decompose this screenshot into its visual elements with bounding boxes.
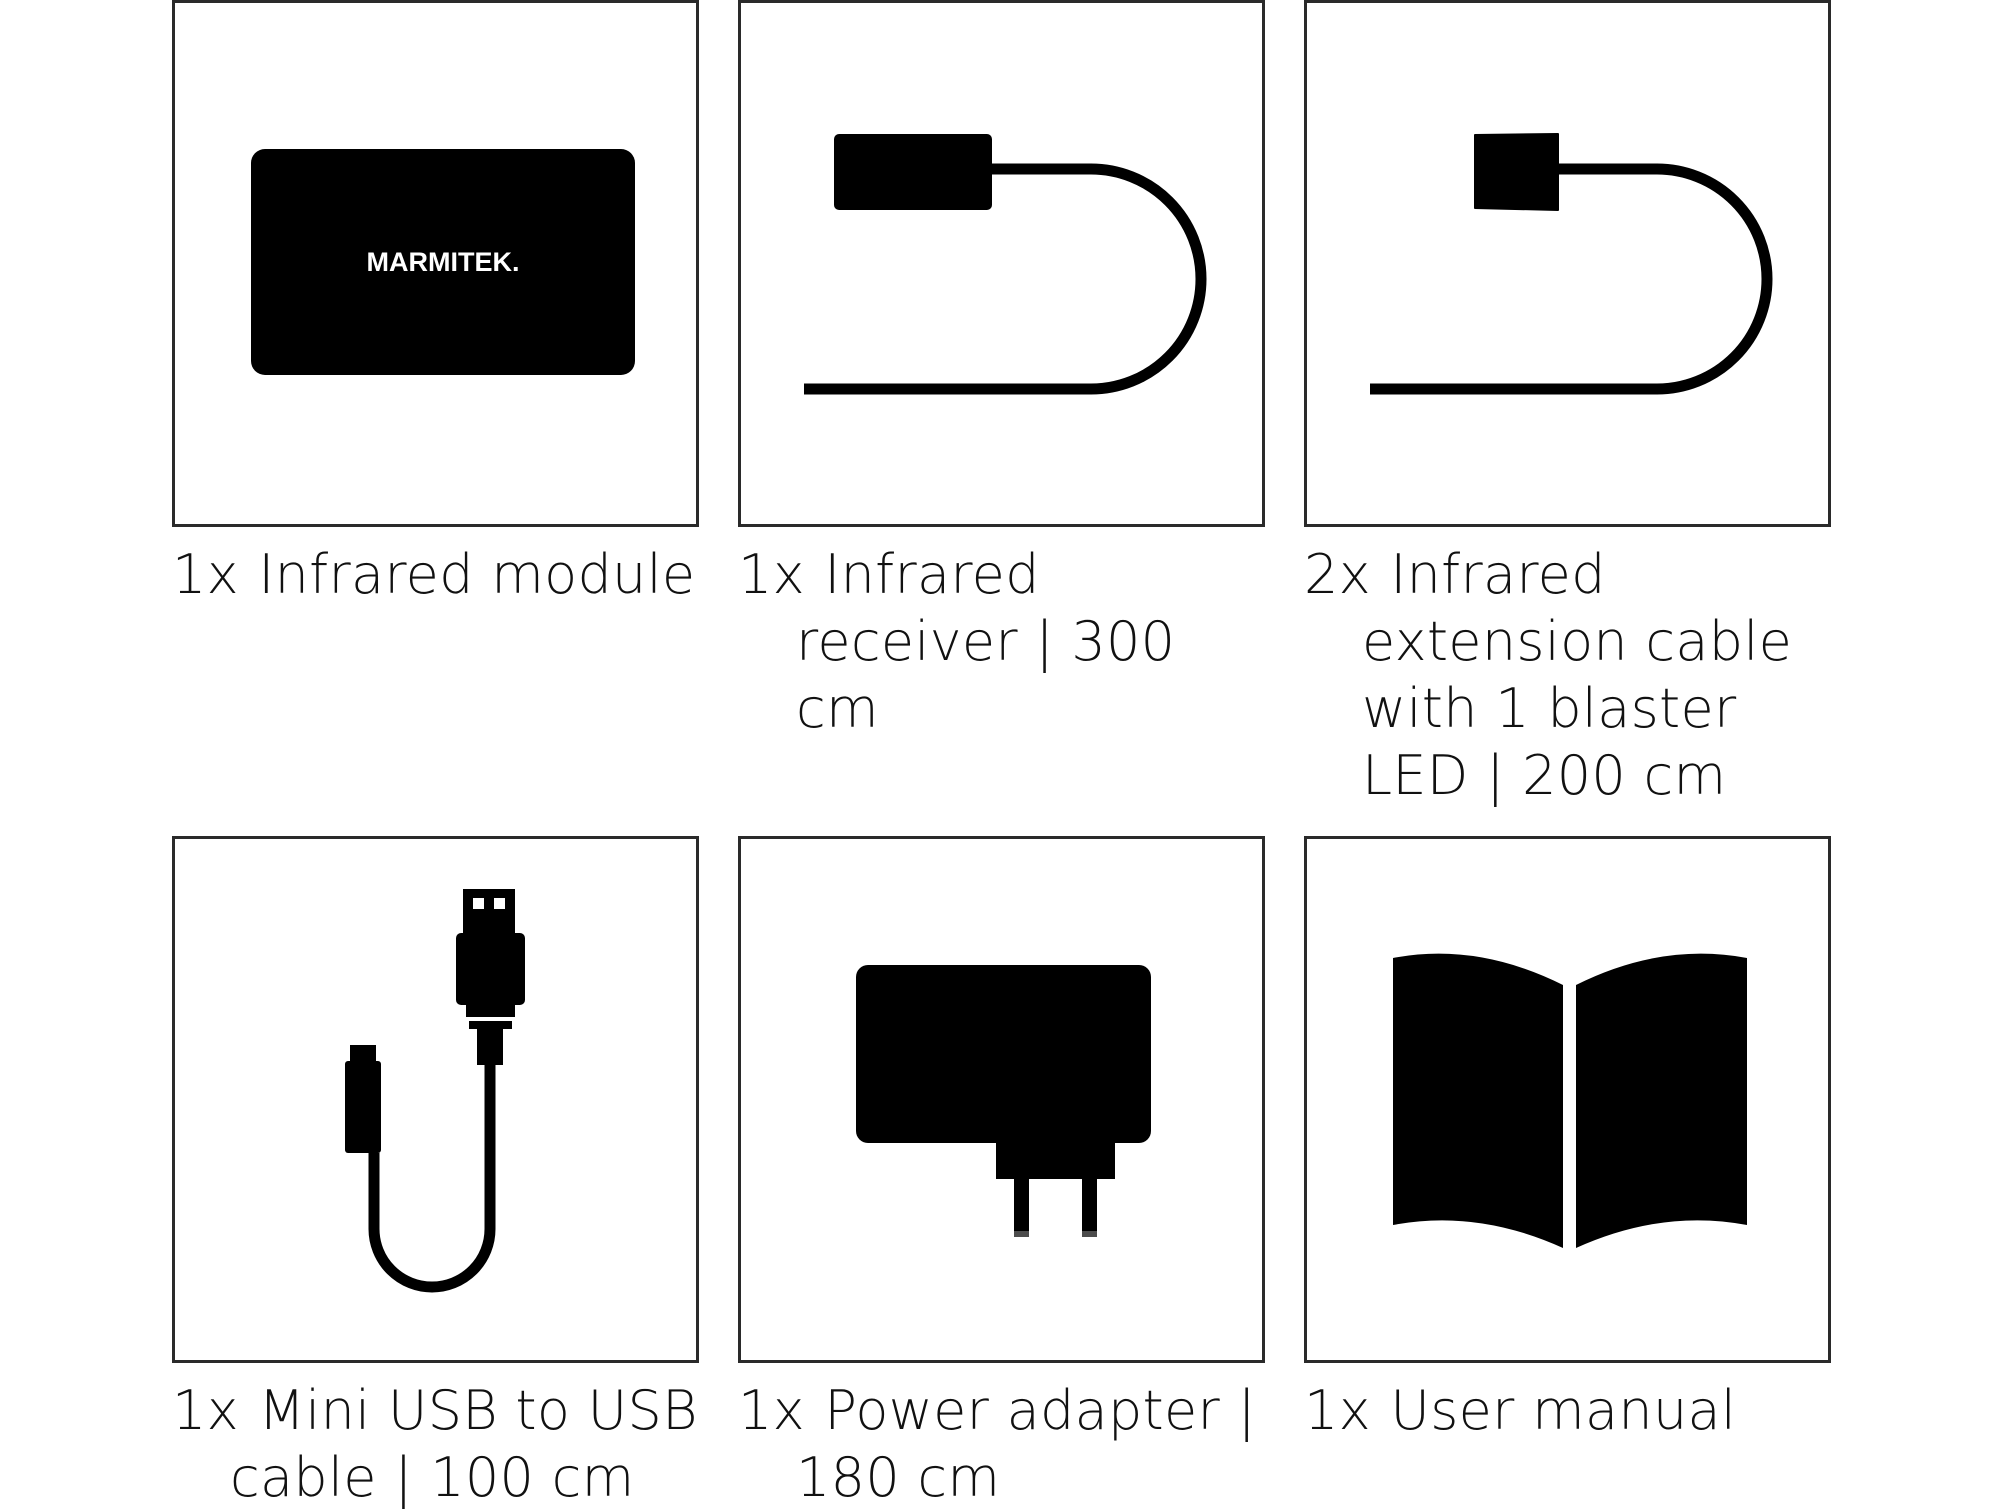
item-infrared-extension-cable: 2x Infrared extension cable with 1 blast… — [1304, 0, 1831, 809]
item-usb-cable: 1x Mini USB to USB cable | 100 cm — [172, 836, 699, 1511]
item-frame — [172, 836, 699, 1363]
item-quantity: 1x — [172, 1379, 239, 1442]
user-manual-icon — [1393, 953, 1747, 1248]
item-power-adapter: 1x Power adapter | 180 cm — [738, 836, 1265, 1511]
item-quantity: 1x — [738, 1379, 805, 1442]
item-user-manual: 1x User manual — [1304, 836, 1831, 1444]
item-frame — [1304, 836, 1831, 1363]
item-quantity: 1x — [1304, 1379, 1371, 1442]
item-caption: 1x User manual — [1304, 1377, 1831, 1444]
item-caption: 2x Infrared extension cable with 1 blast… — [1304, 541, 1831, 809]
item-label: Infrared module — [258, 543, 696, 606]
infrared-module-icon: MARMITEK. — [251, 149, 635, 375]
item-frame — [738, 0, 1265, 527]
item-label: Power adapter | 180 cm — [796, 1379, 1257, 1509]
item-caption: 1x Mini USB to USB cable | 100 cm — [172, 1377, 699, 1511]
item-quantity: 1x — [738, 543, 805, 606]
item-label: Infrared extension cable with 1 blaster … — [1362, 543, 1793, 807]
item-label: Mini USB to USB cable | 100 cm — [230, 1379, 698, 1509]
item-infrared-module: MARMITEK. 1x Infrared module — [172, 0, 699, 608]
item-frame — [738, 836, 1265, 1363]
infrared-receiver-icon — [804, 134, 1207, 395]
item-frame: MARMITEK. — [172, 0, 699, 527]
item-caption: 1x Infrared module — [172, 541, 699, 608]
item-quantity: 1x — [172, 543, 239, 606]
item-frame — [1304, 0, 1831, 527]
item-infrared-receiver: 1x Infrared receiver | 300 cm — [738, 0, 1265, 742]
item-label: User manual — [1390, 1379, 1737, 1442]
item-caption: 1x Infrared receiver | 300 cm — [738, 541, 1265, 742]
usb-cable-icon — [345, 889, 525, 1293]
item-caption: 1x Power adapter | 180 cm — [738, 1377, 1265, 1511]
brand-logo: MARMITEK. — [367, 247, 520, 277]
item-label: Infrared receiver | 300 cm — [796, 543, 1176, 740]
power-adapter-icon — [856, 965, 1151, 1237]
item-quantity: 2x — [1304, 543, 1371, 606]
infrared-extension-cable-icon — [1370, 133, 1773, 395]
